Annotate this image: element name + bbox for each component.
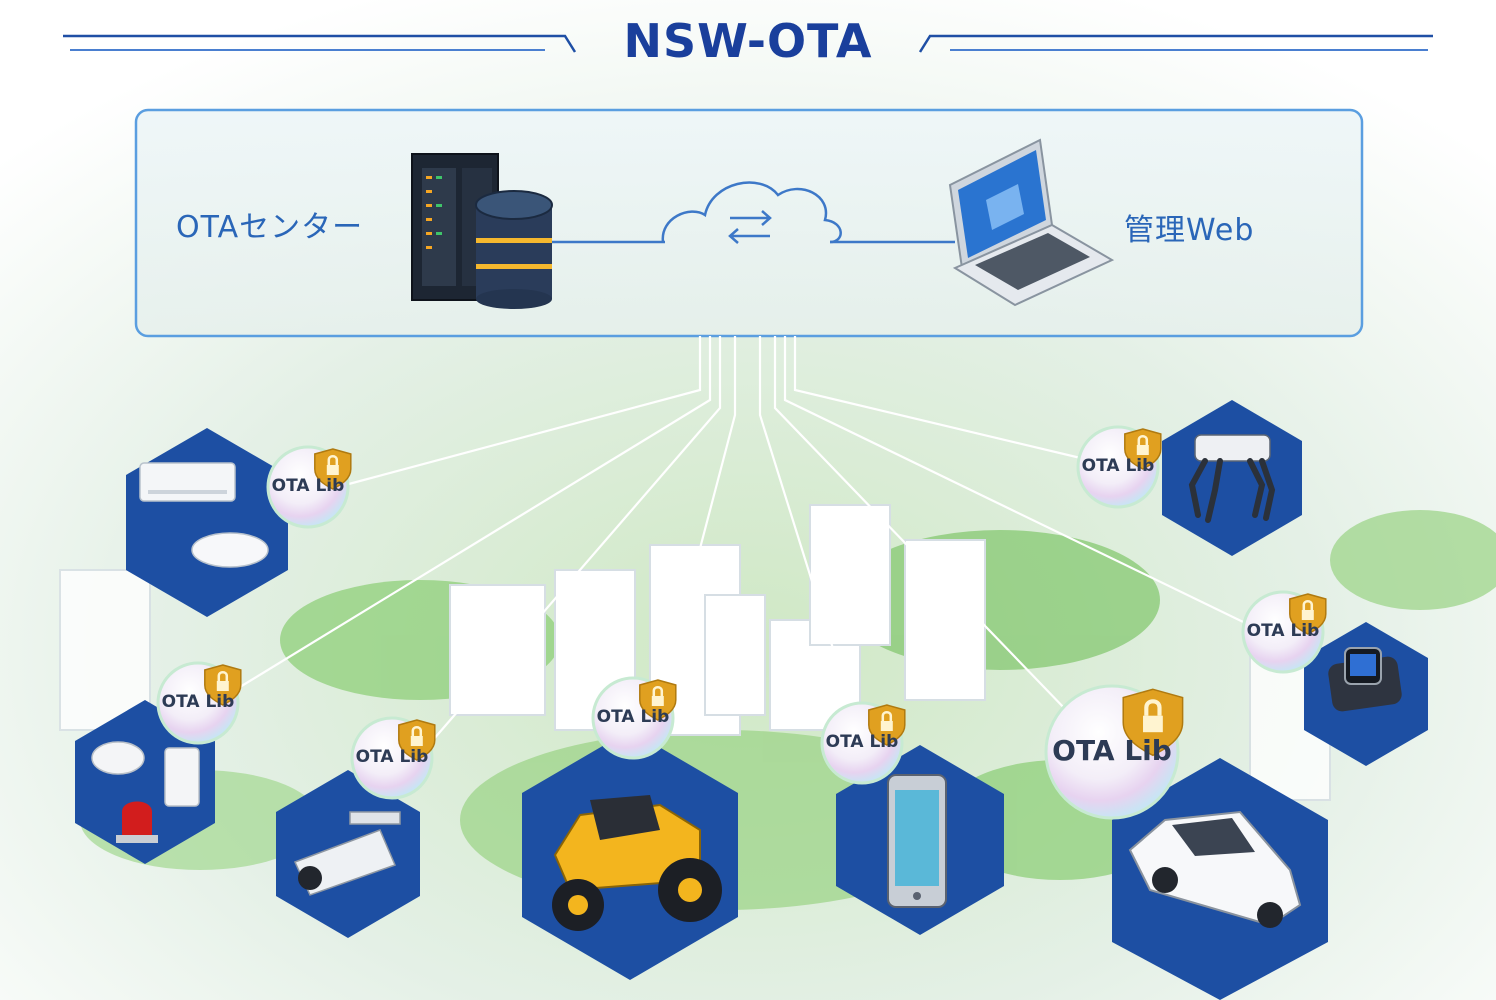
- aircon-icon: [139, 462, 236, 502]
- padlock-icon: [326, 465, 339, 475]
- ota-lib-label: OTA Lib: [1081, 455, 1155, 476]
- padlock-shackle: [217, 671, 229, 681]
- page-title: NSW-OTA: [623, 14, 873, 68]
- vacuum-icon: [191, 532, 269, 568]
- camera-icon: [293, 811, 401, 896]
- padlock-icon: [410, 736, 423, 746]
- hex-smartphone: [836, 745, 1004, 935]
- ota-lib-badges: [156, 425, 1327, 820]
- ota-lib-label: OTA Lib: [1246, 620, 1320, 641]
- phone-icon: [887, 774, 947, 908]
- ota-lib-label: OTA Lib: [161, 691, 235, 712]
- tractor-icon: [552, 795, 722, 931]
- ota-lib-label: OTA Lib: [1052, 733, 1172, 767]
- watch-icon: [1328, 647, 1402, 712]
- padlock-shackle: [1137, 435, 1149, 445]
- padlock-icon: [1143, 715, 1163, 733]
- padlock-icon: [216, 681, 229, 691]
- hex-alarm-sensor: [75, 700, 215, 864]
- hex-car: [1112, 758, 1328, 1000]
- ota-lib-label: OTA Lib: [271, 475, 345, 496]
- ota-lib-label: OTA Lib: [596, 706, 670, 727]
- robot-dog-icon: [1188, 434, 1276, 523]
- padlock-shackle: [1302, 600, 1314, 610]
- padlock-icon: [1136, 445, 1149, 455]
- hex-smart-watch: [1304, 622, 1428, 766]
- car-icon: [1128, 810, 1302, 928]
- connection-lines: [234, 336, 1271, 756]
- city-buildings: [59, 504, 1331, 801]
- padlock-icon: [880, 721, 893, 731]
- hex-tractor: [522, 730, 738, 980]
- ota-center-label: OTAセンター: [176, 210, 364, 245]
- ota-lib-label: OTA Lib: [825, 731, 899, 752]
- title-decoration: [63, 34, 1433, 53]
- hex-security-camera: [276, 770, 420, 938]
- padlock-shackle: [652, 686, 664, 696]
- alarm-sensor-icon: [91, 741, 200, 843]
- laptop-icon: [948, 138, 1115, 307]
- database-icon: [475, 190, 553, 309]
- padlock-shackle: [411, 726, 423, 736]
- padlock-icon: [651, 696, 664, 706]
- padlock-icon: [1301, 610, 1314, 620]
- padlock-shackle: [1144, 699, 1162, 716]
- hex-aircon-vacuum: [126, 428, 288, 617]
- device-hexagons: [75, 400, 1428, 1000]
- padlock-shackle: [881, 711, 893, 721]
- ota-lib-label: OTA Lib: [355, 746, 429, 767]
- hex-robot-dog: [1162, 400, 1302, 556]
- cloud-sync-icon: [661, 181, 842, 244]
- padlock-shackle: [327, 455, 339, 465]
- admin-web-label: 管理Web: [1124, 213, 1255, 248]
